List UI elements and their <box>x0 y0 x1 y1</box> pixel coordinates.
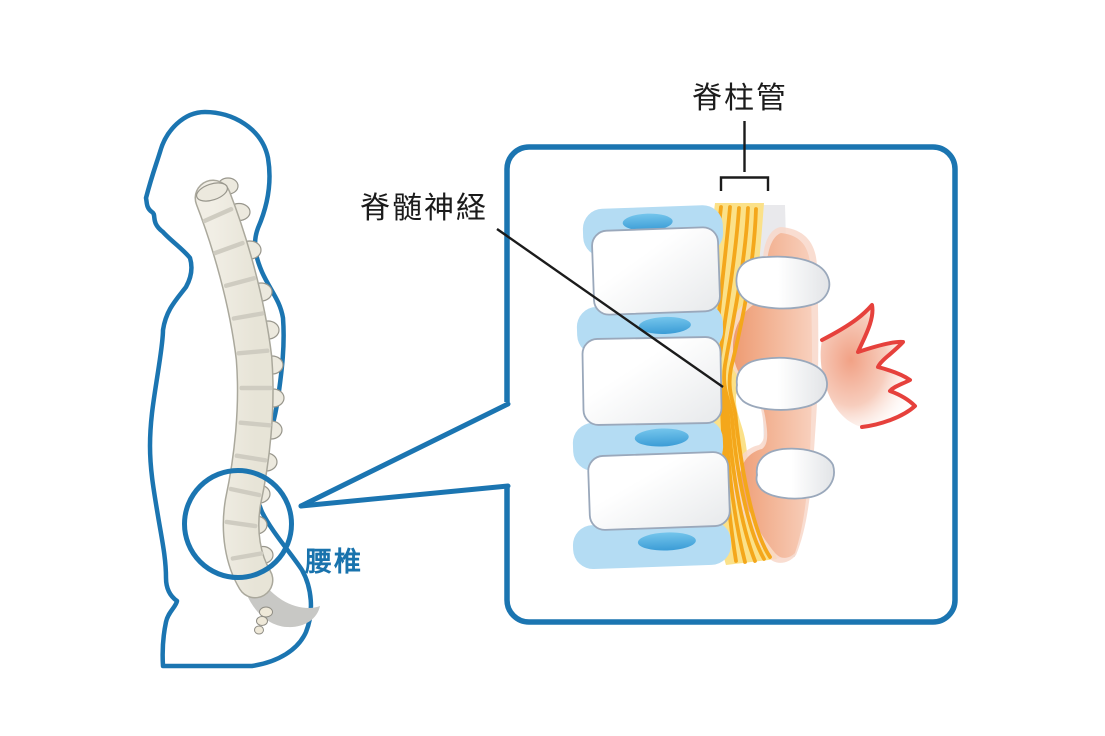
disc-nucleus <box>638 316 691 335</box>
lumbar-label: 腰椎 <box>305 547 363 577</box>
disc-nucleus <box>637 532 696 551</box>
c1-vertebra <box>195 182 229 202</box>
lumbar-circle <box>182 468 294 580</box>
nerve-pointer-line <box>496 228 724 388</box>
spinous-processes <box>735 255 835 500</box>
coccyx <box>254 606 273 635</box>
disc-nucleus <box>622 213 673 231</box>
spine-band <box>196 181 273 597</box>
disc-lines <box>202 206 273 561</box>
disc-nucleus <box>634 428 689 447</box>
inset-anatomy <box>572 203 917 570</box>
vertebral-bodies <box>581 226 731 531</box>
pain-starburst <box>820 303 917 429</box>
spinal-canal-label: 脊柱管 <box>692 82 788 115</box>
spine-illustration <box>194 177 320 635</box>
spinal-nerve-label: 脊髄神経 <box>360 192 488 225</box>
sacrum <box>234 520 320 628</box>
canal-bracket <box>719 176 770 191</box>
body-silhouette <box>143 109 314 669</box>
callout-lines <box>298 401 511 509</box>
